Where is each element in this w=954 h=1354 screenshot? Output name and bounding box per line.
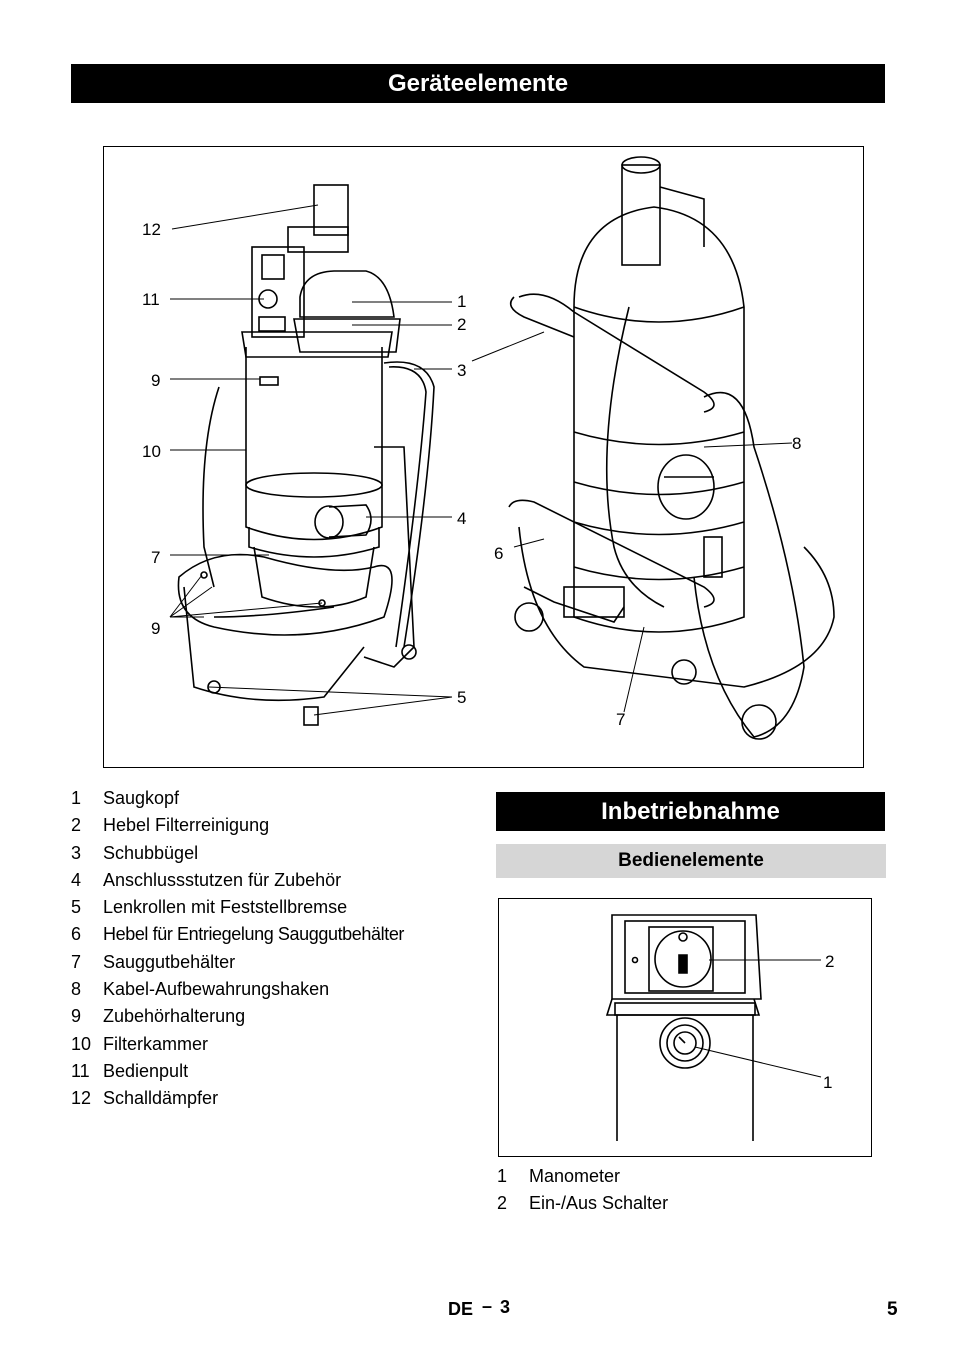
device-illustration: 12 11 9 10 7 9 1 2 3 4 5 6 8 7 [103, 146, 864, 768]
fig-label: 4 [457, 509, 466, 528]
footer-section-page: 3 [500, 1297, 511, 1317]
fig-label: 9 [151, 619, 160, 638]
footer-language: DE [448, 1299, 474, 1319]
vacuum-drawing: 12 11 9 10 7 9 1 2 3 4 5 6 8 7 [142, 156, 835, 740]
footer-dash: – [482, 1296, 493, 1316]
fig-label: 12 [142, 220, 161, 239]
fig-label: 7 [616, 710, 625, 729]
page-title: Geräteelemente [71, 64, 885, 103]
fig-label: 2 [825, 952, 834, 971]
fig-label: 1 [457, 292, 466, 311]
control-panel-drawing: 2 1 [605, 914, 834, 1141]
control-panel-illustration: 2 1 [498, 898, 872, 1157]
fig-label: 7 [151, 548, 160, 567]
fig-label: 9 [151, 371, 160, 390]
fig-label: 3 [457, 361, 466, 380]
fig-label: 5 [457, 688, 466, 707]
page-number: 5 [887, 1299, 898, 1320]
fig-label: 10 [142, 442, 161, 461]
subsection-heading: Bedienelemente [496, 844, 886, 878]
fig-label: 2 [457, 315, 466, 334]
fig-label: 8 [792, 434, 801, 453]
section-heading: Inbetriebnahme [496, 792, 885, 831]
fig-label: 1 [823, 1073, 832, 1092]
fig-label: 6 [494, 544, 503, 563]
fig-label: 11 [142, 290, 160, 309]
